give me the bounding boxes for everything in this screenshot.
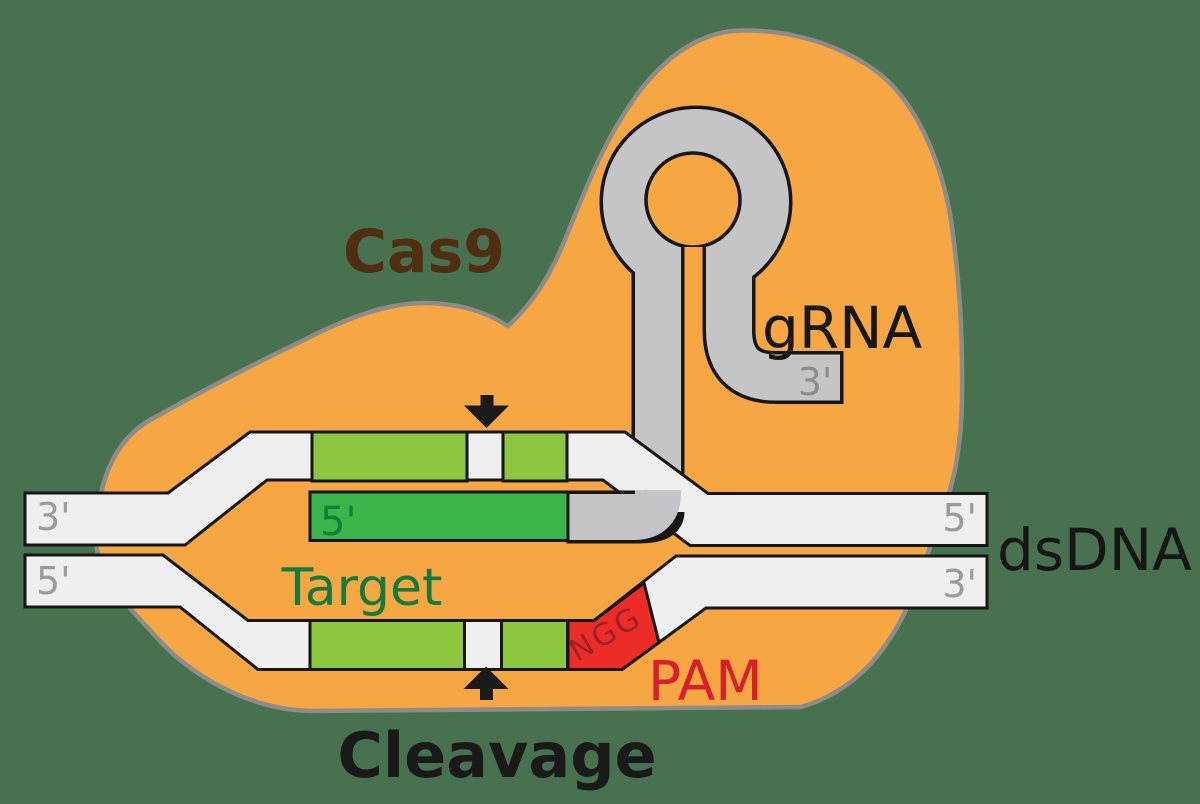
grna-guide-segment bbox=[308, 490, 570, 542]
grna-loop-hole bbox=[644, 151, 742, 249]
bottom-strand-left-end-label: 5' bbox=[36, 559, 71, 603]
grna-right-leg bbox=[706, 222, 840, 401]
pam-label: PAM bbox=[648, 649, 763, 713]
grna-3prime-label: 3' bbox=[798, 360, 833, 404]
protospacer-top-left-segment bbox=[310, 430, 469, 483]
target-label: Target bbox=[281, 558, 443, 618]
cleavage-label: Cleavage bbox=[337, 719, 656, 792]
top-strand-left-end-label: 3' bbox=[36, 495, 71, 539]
cleavage-arrow-top bbox=[464, 395, 509, 428]
grna-label: gRNA bbox=[762, 294, 923, 362]
dsdna-label: dsDNA bbox=[997, 516, 1192, 584]
pam-segment bbox=[566, 580, 661, 671]
guide-5prime-label: 5' bbox=[320, 499, 356, 545]
target-bottom-right-segment bbox=[500, 619, 569, 671]
grna-seed-bend bbox=[568, 490, 681, 540]
target-bottom-left-segment bbox=[308, 619, 466, 671]
grna-stem-slot-left-edge bbox=[681, 245, 685, 310]
bottom-strand-right-end-label: 3' bbox=[942, 562, 977, 606]
dna-bottom-strand bbox=[23, 553, 989, 671]
grna-stem-slot bbox=[684, 247, 703, 310]
protospacer-top-right-segment bbox=[501, 430, 569, 483]
dna-top-strand bbox=[23, 430, 989, 547]
cleavage-arrow-bottom bbox=[463, 666, 509, 700]
grna-stem-slot-right-edge bbox=[702, 245, 706, 310]
top-strand-right-end-label: 5' bbox=[942, 496, 977, 540]
cas9-label: Cas9 bbox=[343, 217, 505, 287]
